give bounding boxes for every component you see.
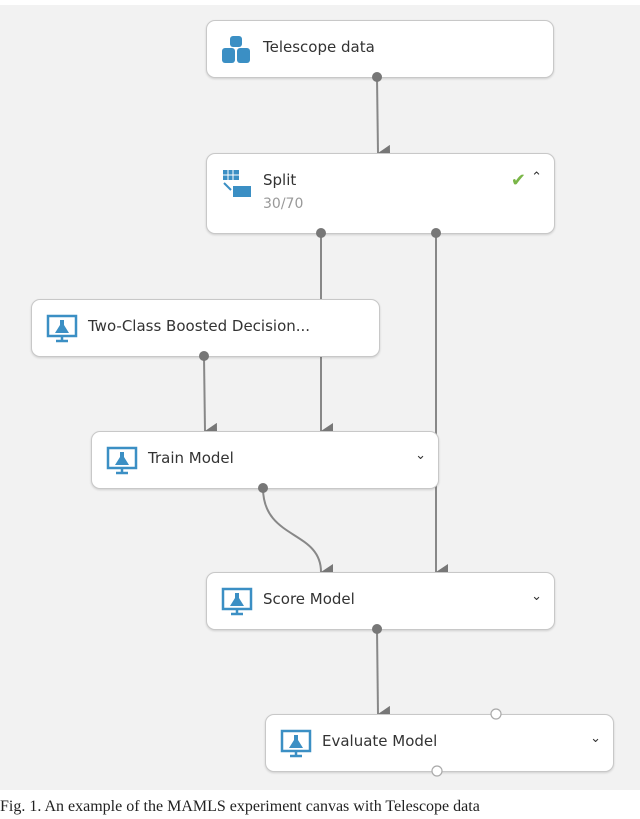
node-parameter: 30/70 bbox=[263, 196, 304, 212]
model-icon bbox=[46, 314, 78, 343]
chevron-down-icon[interactable]: ⌄ bbox=[590, 731, 601, 746]
split-icon bbox=[223, 170, 251, 197]
chevron-up-icon[interactable]: ⌃ bbox=[531, 170, 542, 185]
dataset-icon bbox=[222, 36, 250, 63]
wire-telescope-split bbox=[376, 76, 391, 161]
model-icon bbox=[280, 729, 312, 758]
node-label: Train Model bbox=[148, 449, 234, 467]
wire-boosted-train bbox=[203, 355, 218, 439]
figure-caption: Fig. 1. An example of the MAMLS experime… bbox=[0, 798, 480, 815]
node-label: Two-Class Boosted Decision... bbox=[88, 317, 311, 335]
check-icon: ✔ bbox=[510, 170, 526, 191]
node-two-class-boosted[interactable]: Two-Class Boosted Decision... bbox=[31, 299, 380, 357]
wire-train-score bbox=[262, 487, 334, 580]
node-label: Telescope data bbox=[263, 38, 375, 56]
node-split[interactable]: Split 30/70 ✔ ⌃ bbox=[206, 153, 555, 234]
model-icon bbox=[106, 446, 138, 475]
node-train-model[interactable]: Train Model ⌄ bbox=[91, 431, 439, 489]
node-label: Evaluate Model bbox=[322, 732, 438, 750]
node-label: Score Model bbox=[263, 590, 355, 608]
chevron-down-icon[interactable]: ⌄ bbox=[415, 448, 426, 463]
chevron-down-icon[interactable]: ⌄ bbox=[531, 589, 542, 604]
node-evaluate-model[interactable]: Evaluate Model ⌄ bbox=[265, 714, 614, 772]
node-score-model[interactable]: Score Model ⌄ bbox=[206, 572, 555, 630]
model-icon bbox=[221, 587, 253, 616]
node-telescope-data[interactable]: Telescope data bbox=[206, 20, 554, 78]
wire-score-evaluate bbox=[376, 628, 391, 722]
node-label: Split bbox=[263, 171, 297, 189]
